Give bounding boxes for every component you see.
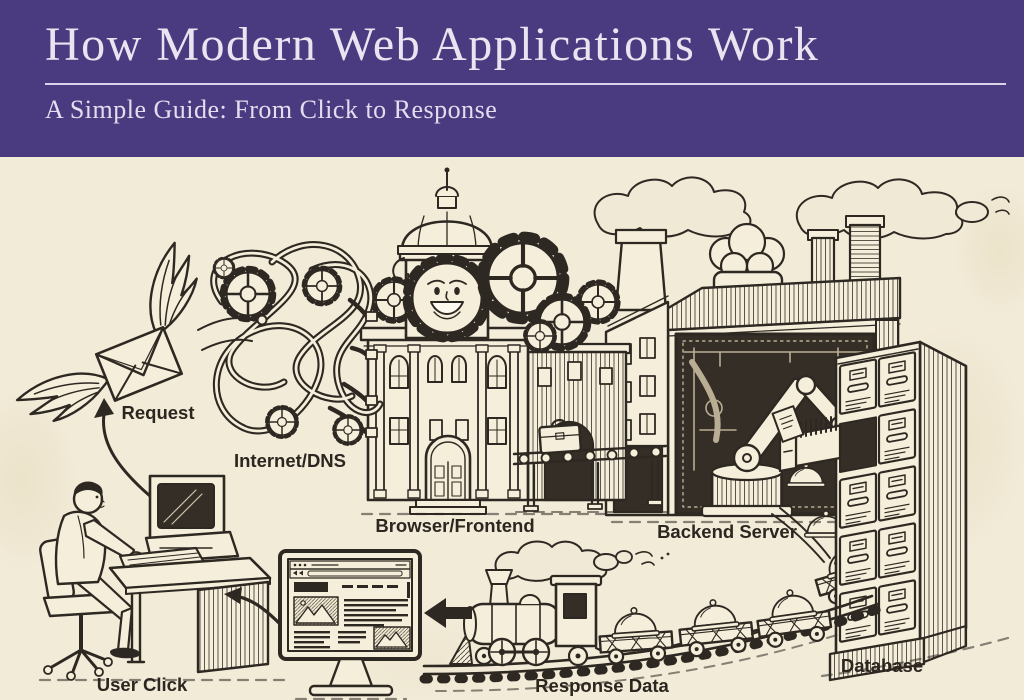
page-text-lines <box>294 582 410 649</box>
desk <box>108 556 272 674</box>
locomotive <box>449 569 603 667</box>
train-to-monitor-arrow <box>424 598 472 628</box>
browser-frontend-building <box>359 167 618 516</box>
label-user-click: User Click <box>97 674 188 695</box>
sun-face <box>402 253 492 343</box>
title-divider <box>45 83 1006 86</box>
building-door <box>409 434 487 515</box>
label-response-data: Response Data <box>535 675 669 696</box>
response-data-train <box>449 540 833 667</box>
label-database: Database <box>841 655 923 676</box>
label-backend-server: Backend Server <box>657 521 797 542</box>
database-cabinet <box>771 340 1010 682</box>
factory-smoke <box>593 176 1010 240</box>
diagram-labels: Request Internet/DNS Browser/Frontend Ba… <box>97 402 923 696</box>
open-file <box>771 405 805 443</box>
label-browser-frontend: Browser/Frontend <box>375 515 534 536</box>
flow-arrows <box>224 587 472 628</box>
user-at-desk <box>38 474 288 682</box>
pilasters <box>373 344 521 499</box>
title-banner: How Modern Web Applications Work A Simpl… <box>0 0 1024 157</box>
request-conveyor <box>512 418 669 513</box>
browser-page <box>289 560 411 650</box>
briefcase <box>538 418 582 455</box>
request-arrow <box>101 412 152 498</box>
label-request: Request <box>122 402 195 423</box>
open-drawer <box>771 405 842 473</box>
response-monitor <box>278 549 422 700</box>
response-car-1 <box>598 605 674 664</box>
request-envelope <box>15 240 253 498</box>
page-title: How Modern Web Applications Work <box>45 18 820 71</box>
user-figure <box>54 481 143 659</box>
page-subtitle: A Simple Guide: From Click to Response <box>45 95 498 125</box>
label-internet-dns: Internet/DNS <box>234 450 346 471</box>
internet-dns-tangle <box>210 241 384 446</box>
building-windows <box>389 355 507 445</box>
browser-annex <box>522 342 632 502</box>
